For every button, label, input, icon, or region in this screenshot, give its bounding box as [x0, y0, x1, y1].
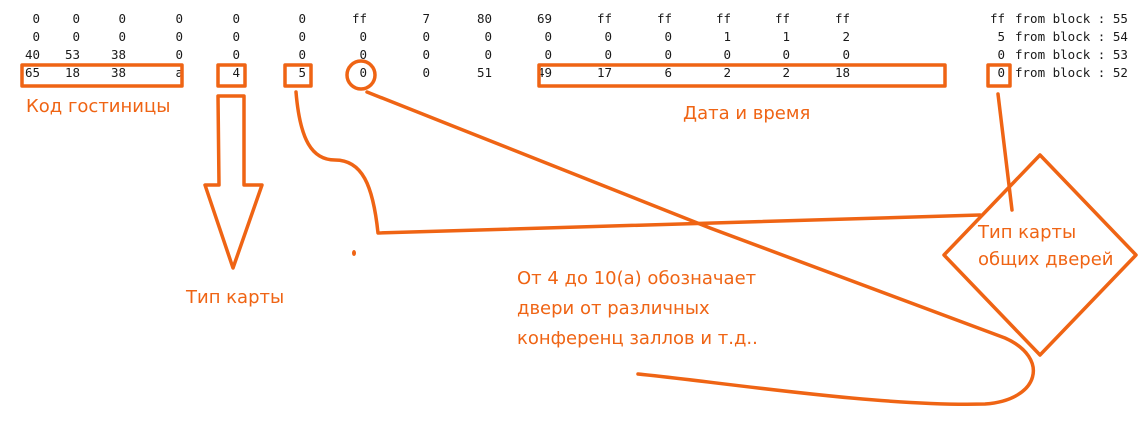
- hex-cell: 0: [484, 29, 492, 44]
- hex-cell: 2: [842, 29, 850, 44]
- block-suffix: from block : 55: [1015, 10, 1128, 28]
- hex-cell: 0: [723, 47, 731, 62]
- hex-cell: 0: [72, 11, 80, 26]
- hex-cell: 4: [232, 65, 240, 80]
- block-number: 54: [1112, 29, 1128, 44]
- hex-cell: 0: [842, 47, 850, 62]
- hex-cell-last: 0: [997, 47, 1005, 62]
- hex-cell: 18: [834, 65, 850, 80]
- hex-cell: 0: [604, 47, 612, 62]
- common-doors-line-2: общих дверей: [978, 249, 1114, 270]
- hex-cell: 0: [484, 47, 492, 62]
- hex-cell: 0: [32, 11, 40, 26]
- common-doors-line-1: Тип карты: [978, 222, 1077, 243]
- hex-cell: 1: [782, 29, 790, 44]
- hex-cell: ff: [596, 11, 612, 26]
- door-range-line-3: конференц заллов и т.д..: [517, 328, 758, 349]
- stray-dot: [352, 250, 356, 256]
- hex-cell: 0: [118, 29, 126, 44]
- block-suffix-text: from block :: [1015, 65, 1106, 80]
- hex-cell: 40: [24, 47, 40, 62]
- door-pointer-line: [365, 90, 1035, 406]
- hex-cell-last: ff: [989, 11, 1005, 26]
- hex-cell: 0: [118, 11, 126, 26]
- hex-cell: 0: [298, 47, 306, 62]
- hex-cell-last: 5: [997, 29, 1005, 44]
- door-range-line-2: двери от различных: [517, 298, 710, 319]
- hex-cell: 0: [175, 47, 183, 62]
- hex-cell: 51: [476, 65, 492, 80]
- block-suffix-text: from block :: [1015, 47, 1106, 62]
- hex-cell: 0: [32, 29, 40, 44]
- hex-cell: 0: [782, 47, 790, 62]
- hex-cell: ff: [351, 11, 367, 26]
- hex-cell: 0: [298, 29, 306, 44]
- common-door-diamond: [942, 153, 1138, 357]
- hex-cell: 1: [723, 29, 731, 44]
- hex-cell: 0: [664, 29, 672, 44]
- door-range-line-1: От 4 до 10(а) обозначает: [517, 268, 757, 289]
- hex-cell: 0: [604, 29, 612, 44]
- hex-cell: 17: [596, 65, 612, 80]
- common-door-line: [996, 92, 1014, 212]
- hex-cell: 38: [110, 65, 126, 80]
- block-suffix: from block : 53: [1015, 46, 1128, 64]
- hex-cell: ff: [656, 11, 672, 26]
- block-suffix: from block : 52: [1015, 64, 1128, 82]
- date-time-box: [537, 63, 947, 88]
- hex-cell: 0: [298, 11, 306, 26]
- hex-cell: a: [175, 65, 183, 80]
- block-number: 55: [1112, 11, 1128, 26]
- hex-cell: 2: [723, 65, 731, 80]
- block-suffix-text: from block :: [1015, 11, 1106, 26]
- card-type-label: Тип карты: [186, 287, 285, 308]
- hex-cell: 0: [359, 65, 367, 80]
- hex-cell: 18: [64, 65, 80, 80]
- block-number: 53: [1112, 47, 1128, 62]
- hex-cell: 0: [544, 47, 552, 62]
- date-time-label: Дата и время: [683, 103, 811, 124]
- hex-cell: 0: [664, 47, 672, 62]
- hex-cell: 0: [232, 47, 240, 62]
- hotel-code-box: [20, 63, 184, 88]
- door-number-circle: [345, 59, 377, 91]
- common-door-box: [986, 63, 1012, 88]
- hex-cell: ff: [715, 11, 731, 26]
- hex-cell: 65: [24, 65, 40, 80]
- hex-cell: 5: [298, 65, 306, 80]
- hex-cell: 0: [422, 47, 430, 62]
- hex-cell: 0: [359, 47, 367, 62]
- hotel-code-label: Код гостиницы: [26, 96, 171, 117]
- hex-cell: 0: [72, 29, 80, 44]
- block-suffix-text: from block :: [1015, 29, 1106, 44]
- hex-cell: ff: [834, 11, 850, 26]
- door-connector-curve: [294, 90, 982, 235]
- hex-cell: 69: [536, 11, 552, 26]
- hex-cell: 0: [359, 29, 367, 44]
- hex-cell: 0: [175, 11, 183, 26]
- hex-cell: 6: [664, 65, 672, 80]
- hex-cell: 53: [64, 47, 80, 62]
- card-type-box: [216, 63, 247, 88]
- block-number: 52: [1112, 65, 1128, 80]
- hex-cell: ff: [774, 11, 790, 26]
- hex-cell: 80: [476, 11, 492, 26]
- hex-cell: 0: [544, 29, 552, 44]
- hex-cell: 0: [232, 29, 240, 44]
- door-code-box: [283, 63, 313, 88]
- down-arrow: [203, 94, 264, 270]
- block-suffix: from block : 54: [1015, 28, 1128, 46]
- hex-cell: 0: [422, 29, 430, 44]
- hex-cell: 38: [110, 47, 126, 62]
- hex-cell: 0: [422, 65, 430, 80]
- hex-cell: 2: [782, 65, 790, 80]
- hex-cell: 0: [175, 29, 183, 44]
- hex-cell-last: 0: [997, 65, 1005, 80]
- hex-cell: 0: [232, 11, 240, 26]
- hex-cell: 7: [422, 11, 430, 26]
